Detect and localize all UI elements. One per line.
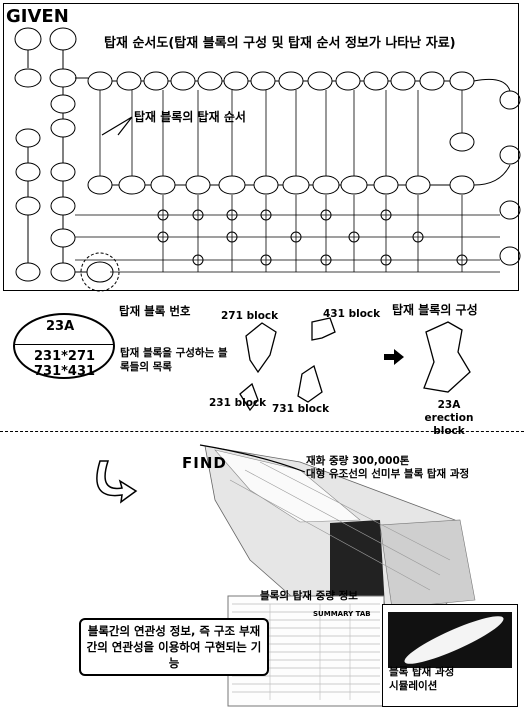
seq-node: [144, 72, 168, 90]
block-731-label: 731 block: [272, 403, 329, 415]
description-text: 블록간의 연관성 정보, 즉 구조 부재간의 연관성을 이용하여 구현되는 기능: [84, 623, 264, 671]
seq-node: [279, 72, 303, 90]
seq-node: [308, 72, 332, 90]
seq-node: [51, 197, 75, 215]
seq-node: [16, 197, 40, 215]
seq-node: [50, 28, 76, 50]
find-label: FIND: [182, 454, 227, 472]
composition-label: 탑재 블록의 구성: [392, 301, 478, 318]
seq-node: [450, 133, 474, 151]
block-431-label: 431 block: [323, 308, 380, 320]
oval-block-list-row: 231*271: [34, 349, 95, 364]
seq-node: [283, 176, 309, 194]
seq-node: [450, 72, 474, 90]
sim-caption-line2: 시뮬레이션: [389, 679, 479, 693]
seq-node: [186, 176, 210, 194]
seq-node: [88, 176, 112, 194]
seq-node: [51, 119, 75, 137]
curved-arrow-icon: [97, 461, 136, 502]
seq-node: [16, 163, 40, 181]
ship-caption: 재화 중량 300,000톤 대형 유조선의 선미부 블록 탑재 과정: [306, 455, 469, 481]
seq-node: [500, 201, 520, 219]
seq-node: [51, 229, 75, 247]
erection-block-label: 23A erection block: [414, 399, 484, 438]
seq-node: [224, 72, 248, 90]
seq-node: [51, 95, 75, 113]
seq-node: [15, 69, 41, 87]
summary-table-label: SUMMARY TAB: [313, 610, 371, 618]
seq-node: [117, 72, 141, 90]
block-231-label: 231 block: [209, 397, 266, 409]
ship-caption-line1: 재화 중량 300,000톤: [306, 455, 469, 468]
seq-node: [171, 72, 195, 90]
seq-node: [374, 176, 398, 194]
ship-caption-line2: 대형 유조선의 선미부 블록 탑재 과정: [306, 468, 469, 481]
seq-node: [198, 72, 222, 90]
seq-node: [51, 163, 75, 181]
seq-node: [119, 176, 145, 194]
seq-node: [364, 72, 388, 90]
oval-divider: [14, 344, 114, 345]
block-431-shape: [312, 318, 335, 340]
seq-node: [313, 176, 339, 194]
seq-node: [500, 91, 520, 109]
section-divider: [0, 431, 524, 432]
seq-node: [450, 176, 474, 194]
seq-node: [251, 72, 275, 90]
seq-node: [219, 176, 245, 194]
seq-node: [254, 176, 278, 194]
seq-node: [500, 247, 520, 265]
seq-node: [341, 176, 367, 194]
oval-block-list-row: 731*431: [34, 364, 95, 379]
block-271-shape: [246, 323, 276, 372]
block-731-shape: [298, 366, 322, 402]
arrow-icon: [384, 349, 404, 365]
block-23a-shape: [424, 322, 470, 392]
oval-block-number: 23A: [46, 319, 74, 334]
seq-node: [406, 176, 430, 194]
seq-node: [151, 176, 175, 194]
seq-node: [391, 72, 415, 90]
seq-node: [15, 28, 41, 50]
load-info-caption: 블록의 탑재 중량 정보: [260, 588, 358, 603]
seq-node: [16, 129, 40, 147]
seq-node: [16, 263, 40, 281]
block-list-label: 탑재 블록을 구성하는 블록들의 목록: [120, 346, 230, 374]
block-number-label: 탑재 블록 번호: [119, 303, 191, 319]
simulation-caption: 블록 탑재 과정 시뮬레이션: [389, 665, 479, 693]
sim-caption-line1: 블록 탑재 과정: [389, 665, 479, 679]
seq-node: [50, 69, 76, 87]
seq-node: [420, 72, 444, 90]
seq-node: [87, 262, 113, 282]
seq-node: [500, 146, 520, 164]
seq-node: [88, 72, 112, 90]
seq-node: [51, 263, 75, 281]
block-271-label: 271 block: [221, 310, 278, 322]
seq-node: [336, 72, 360, 90]
